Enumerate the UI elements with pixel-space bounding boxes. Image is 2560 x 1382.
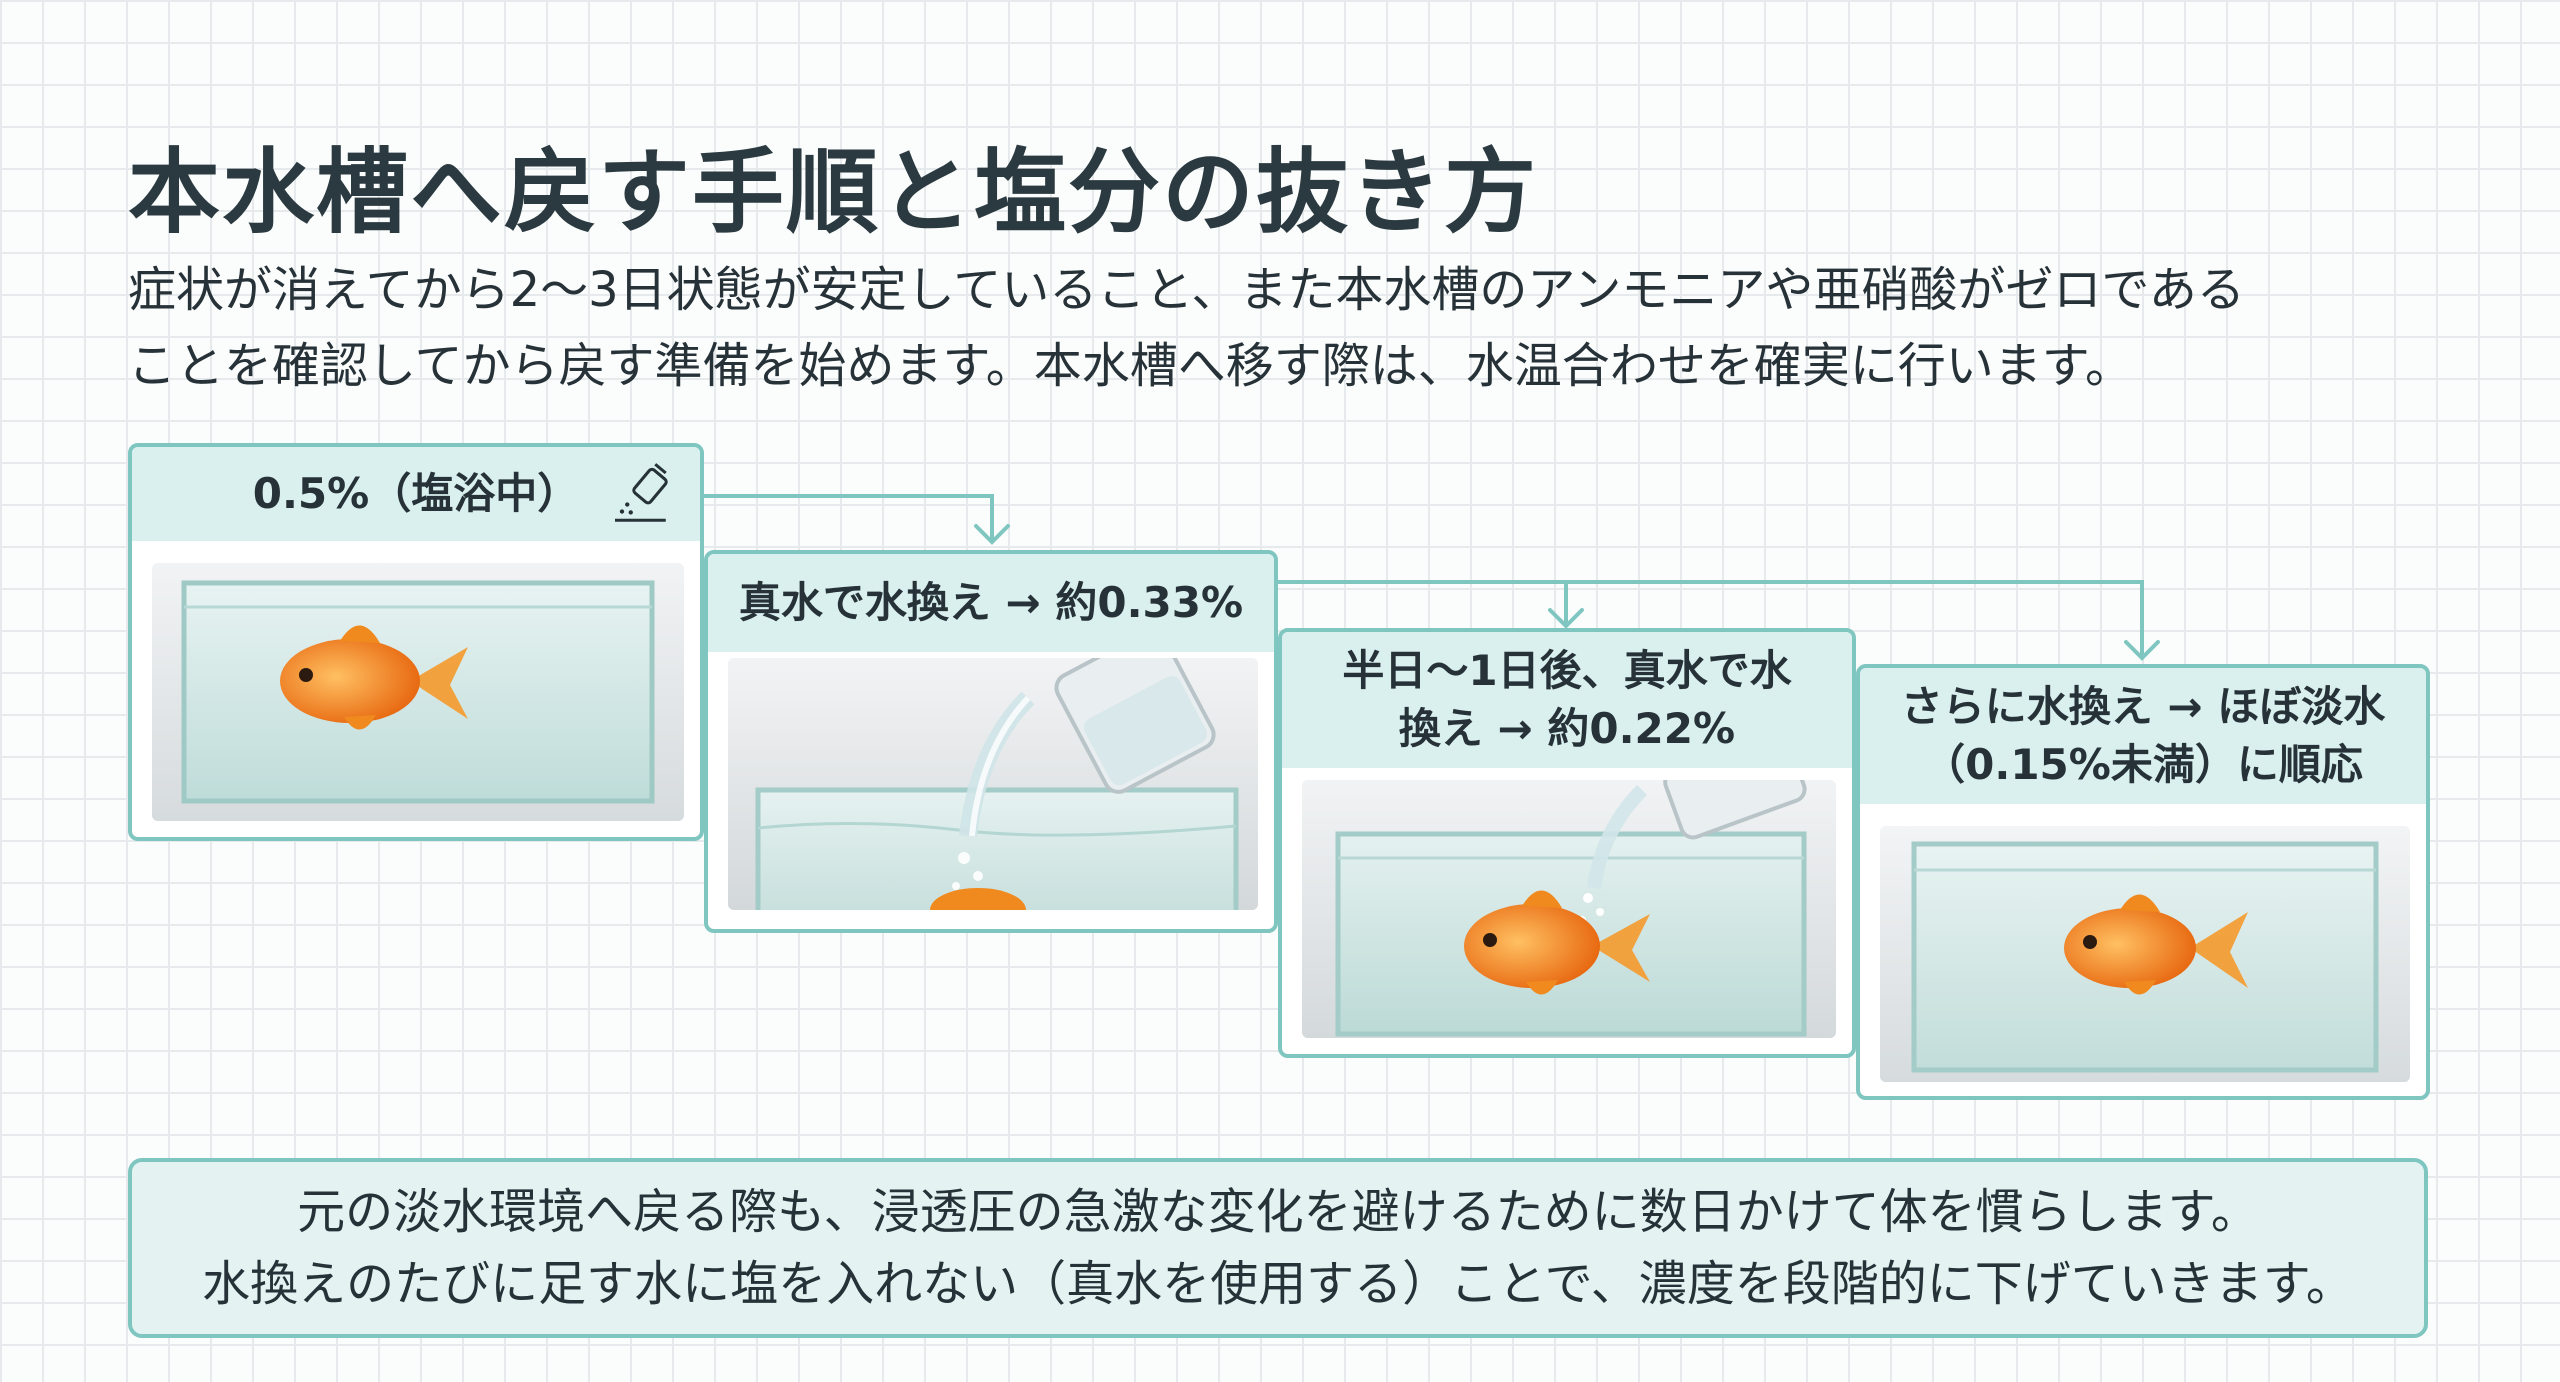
salt-shaker-icon [615, 463, 668, 522]
intro-paragraph: 症状が消えてから2〜3日状態が安定していること、また本水槽のアンモニアや亜硝酸が… [128, 252, 2458, 404]
step-2-pouring-image [728, 658, 1258, 910]
step-4-goldfish-image [1880, 826, 2410, 1082]
step-2-label: 真水で水換え → 約0.33% [738, 578, 1244, 627]
step-2-header: 真水で水換え → 約0.33% [708, 554, 1274, 652]
step-4-label: さらに水換え → ほぼ淡水（0.15%未満）に順応 [1900, 682, 2386, 789]
step-3-card: 半日〜1日後、真水で水換え → 約0.22% [1278, 628, 1856, 1058]
summary-note-box: 元の淡水環境へ戻る際も、浸透圧の急激な変化を避けるために数日かけて体を慣らします… [128, 1158, 2428, 1338]
step-2-card: 真水で水換え → 約0.33% [704, 550, 1278, 933]
note-line-2: 水換えのたびに足す水に塩を入れない（真水を使用する）ことで、濃度を段階的に下げて… [202, 1256, 2354, 1312]
step-1-header: 0.5%（塩浴中） [132, 447, 700, 541]
step-3-pouring-goldfish-image [1302, 780, 1836, 1038]
step-1-card: 0.5%（塩浴中） [128, 443, 704, 841]
note-line-1: 元の淡水環境へ戻る際も、浸透圧の急激な変化を避けるために数日かけて体を慣らします… [297, 1184, 2259, 1240]
page-title: 本水槽へ戻す手順と塩分の抜き方 [128, 139, 1539, 246]
step-1-goldfish-image [152, 563, 684, 821]
step-4-card: さらに水換え → ほぼ淡水（0.15%未満）に順応 [1856, 664, 2430, 1100]
intro-line-2: ことを確認してから戻す準備を始めます。本水槽へ移す際は、水温合わせを確実に行いま… [128, 338, 2133, 394]
step-3-header: 半日〜1日後、真水で水換え → 約0.22% [1282, 632, 1852, 768]
intro-line-1: 症状が消えてから2〜3日状態が安定していること、また本水槽のアンモニアや亜硝酸が… [128, 262, 2245, 318]
step-4-header: さらに水換え → ほぼ淡水（0.15%未満）に順応 [1860, 668, 2426, 804]
step-3-label: 半日〜1日後、真水で水換え → 約0.22% [1342, 646, 1792, 753]
step-1-label: 0.5%（塩浴中） [252, 469, 580, 518]
